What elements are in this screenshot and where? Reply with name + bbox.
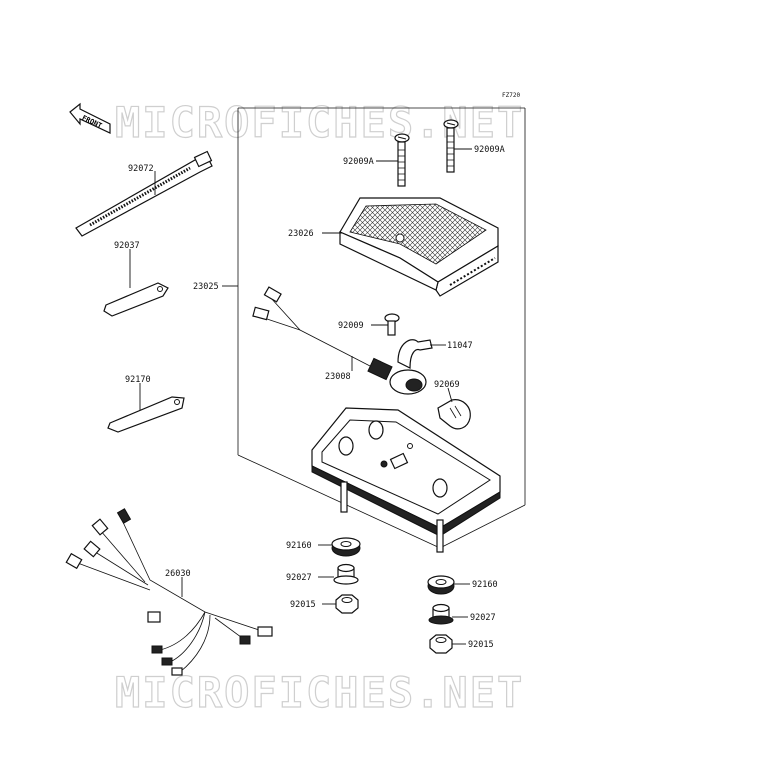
label-92027-right: 92027 xyxy=(470,613,496,623)
label-92037: 92037 xyxy=(114,241,140,251)
label-92069: 92069 xyxy=(434,380,460,390)
label-92015-left: 92015 xyxy=(290,600,316,610)
label-11047: 11047 xyxy=(447,341,473,351)
nut-92015-left-part xyxy=(335,594,359,614)
label-92160-left: 92160 xyxy=(286,541,312,551)
label-92160-right: 92160 xyxy=(472,580,498,590)
label-92009A-left: 92009A xyxy=(343,157,374,167)
label-92009: 92009 xyxy=(338,321,364,331)
label-23026: 23026 xyxy=(288,229,314,239)
collar-92027-left-part xyxy=(333,563,359,585)
band-92170-part xyxy=(107,396,185,433)
front-arrow-icon: FRONT xyxy=(69,102,111,134)
label-92015-right: 92015 xyxy=(468,640,494,650)
watermark-bottom: MICROFICHES.NET xyxy=(115,668,524,717)
label-92170: 92170 xyxy=(125,375,151,385)
screw-92009A-left-part xyxy=(394,133,410,187)
label-92009A-right: 92009A xyxy=(474,145,505,155)
cable-tie-part xyxy=(75,150,213,237)
label-92027-left: 92027 xyxy=(286,573,312,583)
grommet-92160-left-part xyxy=(331,537,361,557)
bulb-part xyxy=(437,399,471,430)
screw-92009-part xyxy=(384,313,400,336)
leader-92069 xyxy=(447,387,453,403)
clamp-part xyxy=(397,339,433,369)
assembly-bracket xyxy=(237,107,526,549)
wiring-harness-part xyxy=(65,508,273,676)
label-92072: 92072 xyxy=(128,164,154,174)
grommet-92160-right-part xyxy=(427,575,455,595)
label-23025: 23025 xyxy=(193,282,219,292)
collar-92027-right-part xyxy=(428,603,454,625)
label-26030: 26030 xyxy=(165,569,191,579)
watermark-top: MICROFICHES.NET xyxy=(115,98,524,147)
lamp-base-part xyxy=(311,407,501,553)
screw-92009A-right-part xyxy=(443,119,459,173)
lens-cover-part xyxy=(339,197,499,297)
label-23008: 23008 xyxy=(325,372,351,382)
socket-wire-part xyxy=(252,286,427,395)
diagram-code: FZ720 xyxy=(502,92,520,99)
band-92037-part xyxy=(103,282,169,317)
nut-92015-right-part xyxy=(429,634,453,654)
